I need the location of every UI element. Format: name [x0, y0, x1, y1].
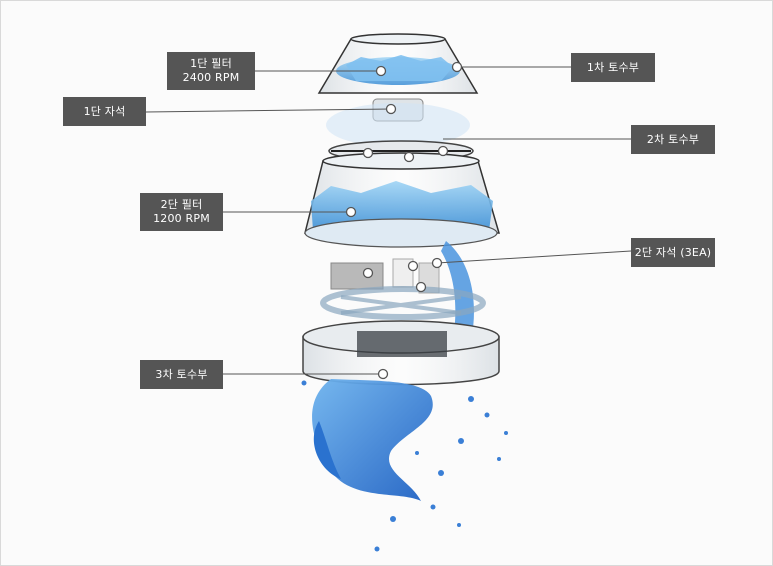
label-drain3: 3차 토수부	[140, 360, 223, 389]
label-stage2-magnet-text: 2단 자석 (3EA)	[634, 245, 712, 259]
label-drain2: 2차 토수부	[631, 125, 715, 154]
label-drain1-text: 1차 토수부	[586, 60, 640, 74]
label-stage2-filter-name: 2단 필터	[160, 198, 203, 211]
marker-dots	[345, 61, 463, 380]
label-stage1-filter-rpm: 2400 RPM	[182, 71, 240, 84]
leader-lines	[145, 66, 632, 375]
label-stage1-magnet: 1단 자석	[63, 97, 146, 126]
label-stage2-filter: 2단 필터 1200 RPM	[140, 193, 223, 231]
bottom-base	[302, 320, 500, 386]
label-drain2-text: 2차 토수부	[646, 132, 700, 146]
middle-housing	[304, 152, 500, 248]
label-drain3-text: 3차 토수부	[155, 367, 208, 381]
magnet-stage1	[326, 98, 474, 162]
label-stage1-magnet-text: 1단 자석	[83, 104, 126, 118]
water-splash	[301, 379, 508, 552]
label-stage1-filter: 1단 필터 2400 RPM	[167, 52, 255, 90]
label-drain1: 1차 토수부	[571, 53, 655, 82]
top-housing	[317, 33, 479, 94]
label-stage1-filter-name: 1단 필터	[190, 57, 232, 70]
label-stage2-magnet: 2단 자석 (3EA)	[631, 238, 715, 267]
label-stage2-filter-rpm: 1200 RPM	[153, 212, 210, 225]
